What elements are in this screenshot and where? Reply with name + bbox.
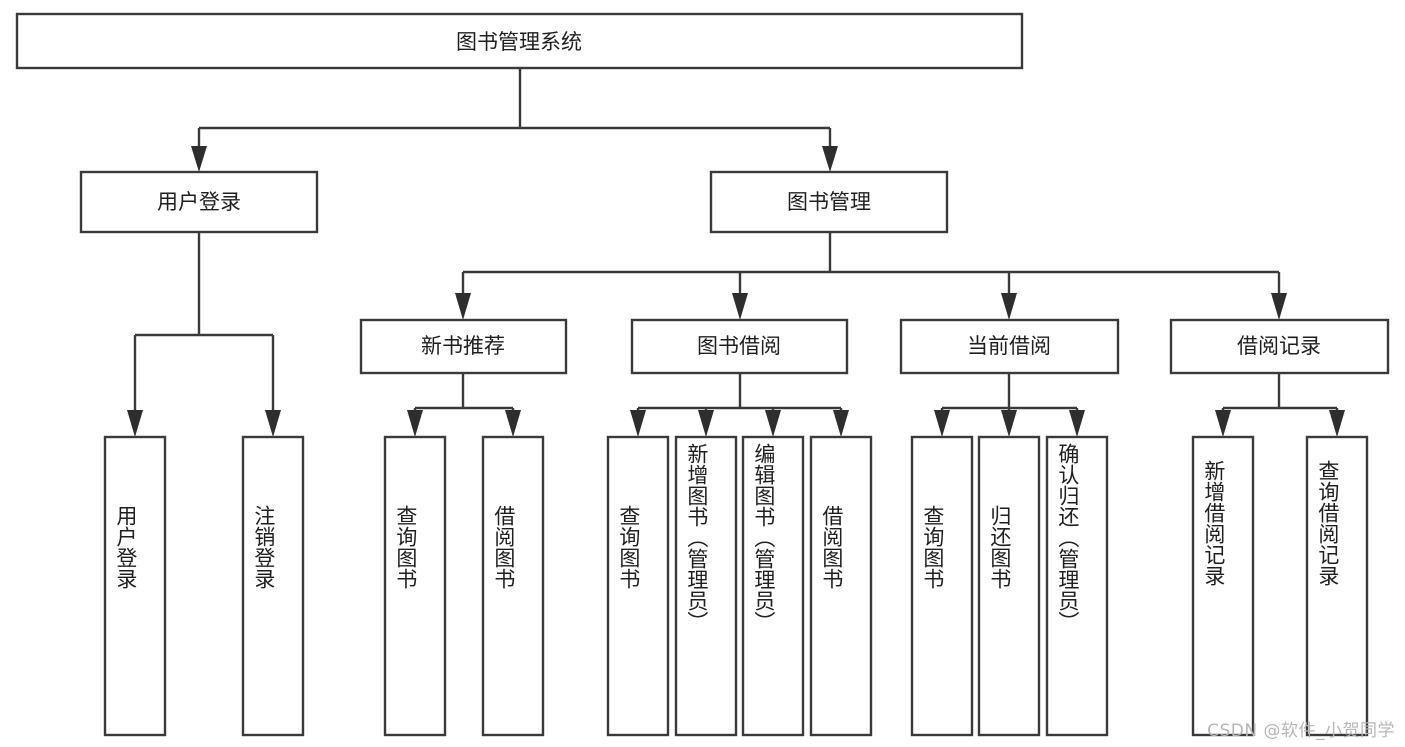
leaf-box-book-borrow-3[interactable]: [741, 435, 805, 737]
leaf-box-current-borrow-3[interactable]: [1045, 435, 1109, 737]
arrow-head-cb-leaf-1: [934, 410, 950, 437]
arrow-head-book-manage: [822, 146, 838, 172]
node-root-label: 图书管理系统: [456, 30, 582, 54]
connector-group-book-manage: [455, 232, 1287, 320]
leaf-box-user-login-1[interactable]: [103, 435, 167, 737]
node-root-box[interactable]: [15, 12, 1024, 70]
node-user-login-label: 用户登录: [157, 190, 241, 214]
node-borrow-record-label: 借阅记录: [1237, 334, 1321, 358]
connector-group-user-login: [127, 232, 281, 437]
node-borrow-record[interactable]: 借阅记录: [1169, 318, 1390, 375]
arrow-head-bb-leaf-2: [698, 410, 714, 437]
node-root[interactable]: 图书管理系统: [15, 12, 1024, 70]
arrow-head-ul-leaf-2: [265, 410, 281, 437]
arrow-head-cb-leaf-2: [1001, 410, 1017, 437]
node-book-manage-label: 图书管理: [787, 190, 871, 214]
connector-group-book-borrow: [630, 373, 849, 437]
node-book-borrow[interactable]: 图书借阅: [630, 318, 849, 375]
arrow-head-nb-leaf-2: [505, 410, 521, 437]
arrow-head-current-borrow: [1001, 293, 1017, 320]
connector-group-borrow-record: [1215, 373, 1345, 437]
leaf-box-new-book-2[interactable]: [481, 435, 545, 737]
node-new-book-recommend-label: 新书推荐: [421, 334, 505, 358]
node-current-borrow[interactable]: 当前借阅: [899, 318, 1120, 375]
node-book-manage[interactable]: 图书管理: [709, 170, 949, 234]
arrow-head-bb-leaf-3: [765, 410, 781, 437]
node-new-book-recommend-box[interactable]: [359, 318, 568, 375]
node-user-login[interactable]: 用户登录: [79, 170, 319, 234]
arrow-head-nb-leaf-1: [407, 410, 423, 437]
arrow-head-new-book: [455, 293, 471, 320]
node-book-manage-box[interactable]: [709, 170, 949, 234]
arrow-head-br-leaf-1: [1215, 410, 1231, 437]
connector-group-root: [191, 68, 838, 172]
leaf-box-current-borrow-1[interactable]: [910, 435, 974, 737]
node-borrow-record-box[interactable]: [1169, 318, 1390, 375]
node-current-borrow-label: 当前借阅: [967, 334, 1051, 358]
leaf-box-borrow-record-2[interactable]: [1305, 435, 1369, 737]
leaf-box-user-login-2[interactable]: [241, 435, 305, 737]
arrow-head-borrow-record: [1271, 293, 1287, 320]
node-new-book-recommend[interactable]: 新书推荐: [359, 318, 568, 375]
arrow-head-user-login: [191, 146, 207, 172]
arrow-head-ul-leaf-1: [127, 410, 143, 437]
arrow-head-cb-leaf-3: [1069, 410, 1085, 437]
leaf-box-new-book-1[interactable]: [383, 435, 447, 737]
arrow-head-book-borrow: [732, 293, 748, 320]
connector-group-new-book: [407, 373, 521, 437]
arrow-head-br-leaf-2: [1329, 410, 1345, 437]
node-book-borrow-box[interactable]: [630, 318, 849, 375]
node-current-borrow-box[interactable]: [899, 318, 1120, 375]
arrow-head-bb-leaf-4: [833, 410, 849, 437]
node-user-login-box[interactable]: [79, 170, 319, 234]
leaf-box-book-borrow-4[interactable]: [809, 435, 873, 737]
connector-group-current-borrow: [934, 373, 1085, 437]
node-book-borrow-label: 图书借阅: [697, 334, 781, 358]
leaf-box-current-borrow-2[interactable]: [977, 435, 1041, 737]
leaf-box-borrow-record-1[interactable]: [1191, 435, 1255, 737]
leaf-box-book-borrow-1[interactable]: [606, 435, 670, 737]
arrow-head-bb-leaf-1: [630, 410, 646, 437]
leaf-box-book-borrow-2[interactable]: [674, 435, 738, 737]
